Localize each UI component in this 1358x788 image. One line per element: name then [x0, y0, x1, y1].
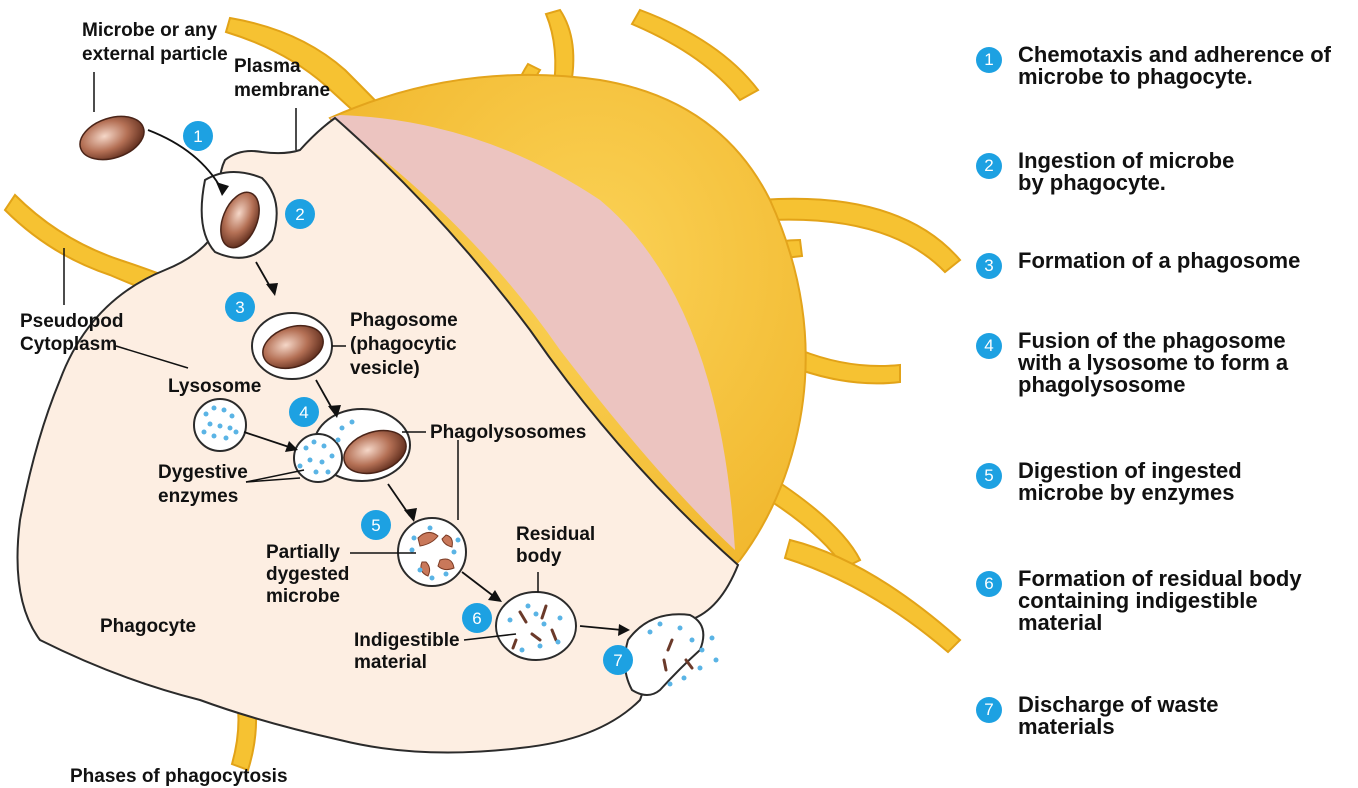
legend-step-2: 2 Ingestion of microbe by phagocyte.: [976, 150, 1358, 194]
legend-step-1-number: 1: [976, 47, 1002, 73]
residual-body-vesicle: [496, 592, 576, 660]
legend-step-1-text: Chemotaxis and adherence of microbe to p…: [1018, 44, 1358, 88]
badge-1: 1: [193, 127, 202, 146]
legend-step-1: 1 Chemotaxis and adherence of microbe to…: [976, 44, 1358, 88]
plasma-membrane-label-line1: Plasma: [234, 56, 301, 77]
phagolysosomes-label: Phagolysosomes: [430, 422, 586, 443]
indigestible-label-line2: material: [354, 652, 427, 673]
indigestible-label-line1: Indigestible: [354, 630, 460, 651]
legend-step-4-text: Fusion of the phagosome with a lysosome …: [1018, 330, 1358, 396]
lysosome-fusing: [294, 434, 342, 482]
legend-step-7: 7 Discharge of waste materials: [976, 694, 1358, 738]
legend-step-4-number: 4: [976, 333, 1002, 359]
digestive-enzymes-label-line1: Dygestive: [158, 462, 248, 483]
cytoplasm-label: Cytoplasm: [20, 334, 117, 355]
phagocyte-label: Phagocyte: [100, 616, 196, 637]
phagosome-label-line3: vesicle): [350, 358, 420, 379]
pseudopod-label: Pseudopod: [20, 311, 123, 332]
partially-digested-label-line1: Partially: [266, 542, 340, 563]
legend-step-6: 6 Formation of residual body containing …: [976, 568, 1358, 634]
phagosome-label-line1: Phagosome: [350, 310, 458, 331]
badge-6: 6: [472, 609, 481, 628]
microbe-label-line1: Microbe or any: [82, 20, 218, 41]
legend-step-5-number: 5: [976, 463, 1002, 489]
badge-4: 4: [299, 403, 308, 422]
lysosome-label: Lysosome: [168, 376, 261, 397]
legend-step-6-text: Formation of residual body containing in…: [1018, 568, 1358, 634]
badge-7: 7: [613, 651, 622, 670]
legend-step-5: 5 Digestion of ingested microbe by enzym…: [976, 460, 1358, 504]
partially-digested-label-line3: microbe: [266, 586, 340, 607]
partially-digested-label-line2: dygested: [266, 564, 349, 585]
legend-step-5-text: Digestion of ingested microbe by enzymes: [1018, 460, 1358, 504]
legend-step-3-number: 3: [976, 253, 1002, 279]
microbe: [74, 109, 149, 167]
legend-step-7-text: Discharge of waste materials: [1018, 694, 1358, 738]
residual-body-label-line1: Residual: [516, 524, 595, 545]
plasma-membrane-label-line2: membrane: [234, 80, 330, 101]
legend-step-2-number: 2: [976, 153, 1002, 179]
legend-step-3: 3 Formation of a phagosome: [976, 250, 1358, 279]
badge-5: 5: [371, 516, 380, 535]
phagosome-label-line2: (phagocytic: [350, 334, 457, 355]
figure-caption: Phases of phagocytosis: [70, 766, 288, 787]
legend-step-6-number: 6: [976, 571, 1002, 597]
residual-body-label-line2: body: [516, 546, 562, 567]
badge-2: 2: [295, 205, 304, 224]
badge-3: 3: [235, 298, 244, 317]
microbe-label-line2: external particle: [82, 44, 228, 65]
legend-step-3-text: Formation of a phagosome: [1018, 250, 1358, 272]
legend-step-4: 4 Fusion of the phagosome with a lysosom…: [976, 330, 1358, 396]
digestive-enzymes-label-line2: enzymes: [158, 486, 238, 507]
legend-step-2-text: Ingestion of microbe by phagocyte.: [1018, 150, 1358, 194]
legend-step-7-number: 7: [976, 697, 1002, 723]
